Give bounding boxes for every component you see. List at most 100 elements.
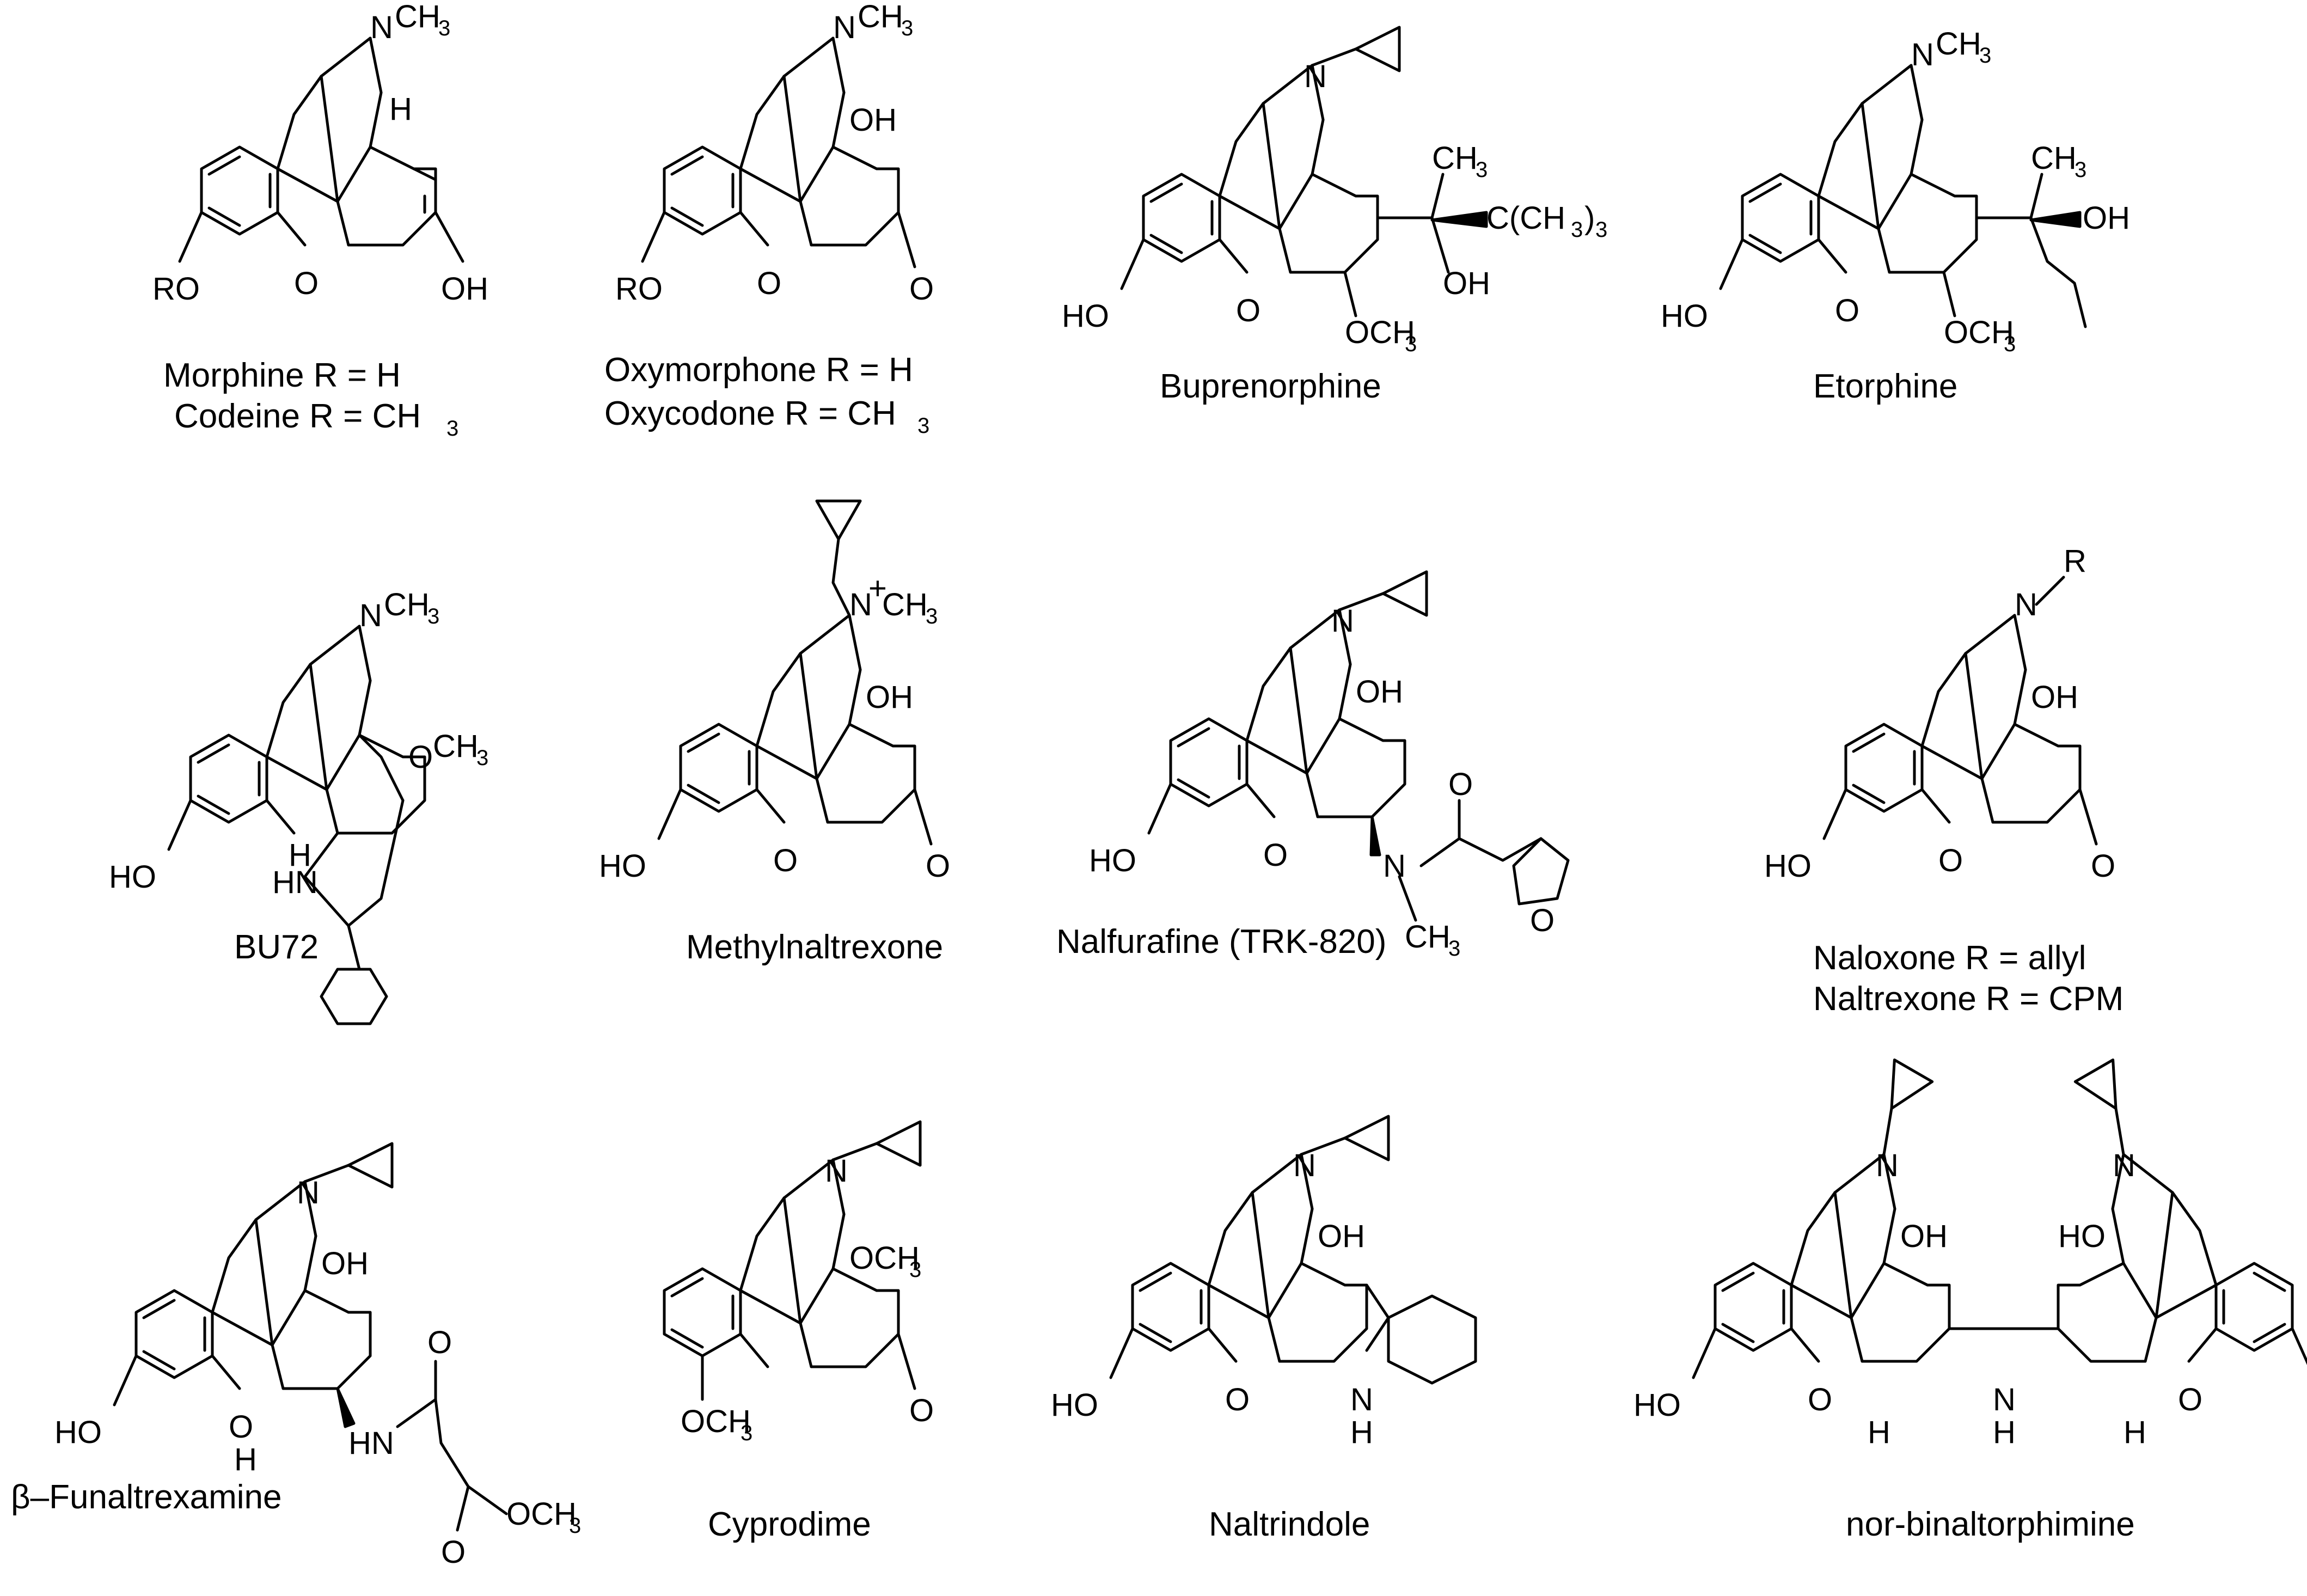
atom-n: N	[359, 598, 382, 633]
compound-beta-funaltrexamine: N OH HO O H HN O O OCH 3 β–Funaltrexamin…	[11, 1144, 581, 1570]
compound-oxymorphone-oxycodone: N CH 3 OH RO O O Oxymorphone R = H Oxyco…	[604, 0, 934, 438]
atom-ho: HO	[54, 1415, 102, 1450]
atom-n: N	[370, 10, 393, 45]
atom-o-right: O	[2178, 1382, 2202, 1417]
atom-n-right: N	[2113, 1148, 2135, 1183]
atom-o: O	[229, 1409, 253, 1445]
atom-hn: HN	[272, 865, 318, 900]
atom-oh: OH	[2083, 200, 2130, 236]
atom-oh: OH	[441, 271, 488, 307]
compound-naltrindole: N OH HO O N H Naltrindole	[1051, 1116, 1477, 1543]
atom-n-ch3: CH	[1405, 919, 1451, 955]
atom-ho: HO	[599, 848, 646, 884]
caption-line-1: Buprenorphine	[1160, 368, 1381, 405]
caption-line-1: Naloxone R = allyl	[1813, 939, 2086, 977]
atom-ketone-o: O	[926, 848, 950, 884]
atom-ch3: CH	[1936, 26, 1981, 62]
subscript-3: 3	[926, 604, 938, 628]
atom-n: N	[1331, 603, 1354, 639]
caption-line-1: nor-binaltorphimine	[1846, 1506, 2135, 1543]
caption-line-1: Naltrindole	[1209, 1506, 1370, 1543]
atom-pyrrole-n: N	[1993, 1382, 2016, 1417]
atom-ho: HO	[109, 859, 156, 895]
atom-ho: HO	[1764, 848, 1812, 884]
atom-oh-left: OH	[1900, 1219, 1948, 1254]
atom-methyl: CH	[2031, 140, 2077, 176]
compound-bu72: N CH 3 HO H HN O CH 3 BU72	[109, 587, 488, 1025]
atom-oh: OH	[2031, 680, 2078, 715]
compound-morphine-codeine: N CH 3 H RO O OH Morphine R = H Codeine …	[152, 0, 488, 441]
atom-h-right: H	[2124, 1415, 2146, 1450]
atom-amide-o: O	[1448, 767, 1473, 802]
compound-buprenorphine: N HO O CH 3 C(CH 3 ) 3 OH OCH 3 Buprenor…	[1062, 27, 1607, 405]
subscript-3: 3	[476, 746, 488, 770]
atom-o: O	[757, 266, 781, 301]
atom-o: O	[1938, 843, 1963, 878]
caption-line-1: Etorphine	[1813, 368, 1957, 405]
subscript-3: 3	[741, 1421, 752, 1445]
atom-o: O	[294, 266, 319, 301]
atom-n: N	[1304, 59, 1327, 94]
compound-naloxone-naltrexone: N R OH HO O O Naloxone R = allyl Naltrex…	[1764, 543, 2124, 1018]
atom-indole-n: N	[1350, 1382, 1373, 1417]
atom-oh: OH	[1318, 1219, 1365, 1254]
atom-ketone-o: O	[909, 1393, 934, 1428]
atom-oh: OH	[1356, 674, 1403, 710]
atom-amide-n: N	[1383, 848, 1406, 884]
subscript-3: 3	[2004, 332, 2016, 356]
caption-line-1: Nalfurafine (TRK-820)	[1056, 923, 1386, 961]
atom-ho-left: HO	[1633, 1387, 1681, 1423]
atom-ch3: CH	[395, 0, 440, 34]
atom-pyrrole-h: H	[1993, 1415, 2016, 1450]
caption-line-2: Oxycodone R = CH	[604, 395, 896, 432]
atom-hn: HN	[348, 1426, 394, 1461]
atom-ch3: CH	[433, 729, 479, 764]
caption-line-2: Codeine R = CH	[174, 398, 421, 435]
caption-line-2: Naltrexone R = CPM	[1813, 980, 2124, 1018]
atom-r: R	[2064, 543, 2086, 579]
paren-close: )	[1584, 200, 1595, 236]
atom-oh: OH	[321, 1246, 369, 1281]
atom-indole-h: H	[1350, 1415, 1373, 1450]
atom-ho: HO	[1089, 843, 1136, 878]
compound-cyprodime: N OCH 3 OCH 3 O Cyprodime	[664, 1122, 934, 1543]
atom-furan-o: O	[1530, 903, 1555, 938]
subscript-3: 3	[427, 604, 439, 628]
subscript-3: 3	[569, 1514, 581, 1538]
caption-line-1: Oxymorphone R = H	[604, 351, 913, 389]
compound-etorphine: N CH 3 HO O CH 3 OH OCH 3 Etorphine	[1661, 26, 2130, 405]
atom-ome-14: OCH	[849, 1240, 920, 1276]
atom-ho-right: HO	[2058, 1219, 2106, 1254]
atom-ome: OCH	[1944, 315, 2014, 350]
caption-line-1: β–Funaltrexamine	[11, 1478, 282, 1516]
atom-tbu: C(CH	[1486, 200, 1565, 236]
atom-n: N	[1293, 1148, 1316, 1183]
atom-h-left: H	[1868, 1415, 1890, 1450]
atom-ch3: CH	[882, 587, 928, 622]
atom-o-left: O	[1808, 1382, 1832, 1417]
atom-oh: OH	[866, 680, 913, 715]
caption-line-1: Cyprodime	[708, 1506, 871, 1543]
caption-line-1: Morphine R = H	[163, 357, 401, 394]
atom-n: N	[2015, 587, 2037, 622]
atom-o: O	[1835, 293, 1859, 328]
atom-ketone-o: O	[909, 271, 934, 307]
atom-o: O	[408, 739, 433, 775]
atom-ketone-o: O	[2091, 848, 2115, 884]
caption-subscript: 3	[446, 417, 458, 441]
atom-h: H	[389, 91, 412, 127]
atom-ester-o: O	[441, 1534, 466, 1570]
subscript-3: 3	[1448, 937, 1460, 961]
subscript-3: 3	[1405, 332, 1417, 356]
atom-oh: OH	[1443, 266, 1490, 301]
caption-line-1: BU72	[234, 928, 319, 966]
subscript-3: 3	[2075, 158, 2086, 182]
atom-n: N	[849, 587, 872, 622]
atom-o: O	[1236, 293, 1260, 328]
subscript-3: 3	[1476, 158, 1488, 182]
atom-ho: HO	[1051, 1387, 1098, 1423]
atom-ome-3: OCH	[681, 1404, 751, 1439]
compound-methylnaltrexone: N + CH 3 OH HO O O Methylnaltrexone	[599, 499, 950, 966]
atom-ome: OCH	[506, 1496, 577, 1532]
